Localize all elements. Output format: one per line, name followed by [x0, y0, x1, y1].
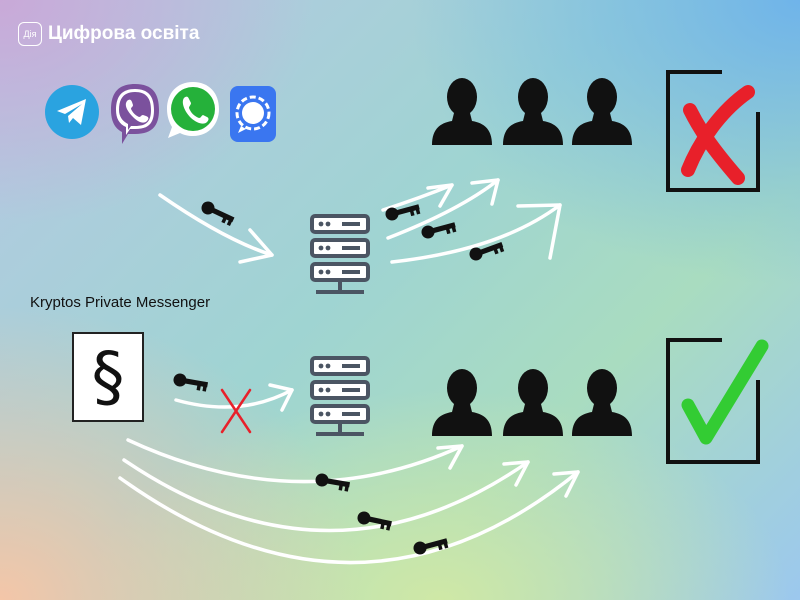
diia-logo: Дія — [18, 22, 42, 46]
blocked-cross-icon — [220, 388, 252, 434]
viber-icon — [111, 84, 159, 144]
kryptos-glyph: § — [91, 338, 125, 415]
arrow-direct-3 — [118, 470, 580, 565]
kryptos-label: Kryptos Private Messenger — [30, 294, 211, 311]
reject-checkbox — [666, 70, 760, 192]
arrow-to-server — [158, 193, 274, 257]
person-icon — [503, 369, 563, 436]
key-icon — [314, 472, 351, 492]
kryptos-logo: § — [72, 332, 144, 422]
arrow-direct-1 — [126, 438, 464, 484]
brand-header: Дія Цифрова освіта — [18, 22, 199, 46]
server-icon — [310, 214, 370, 296]
person-icon — [572, 369, 632, 436]
person-icon — [432, 78, 492, 145]
checkmark-icon — [681, 339, 769, 445]
whatsapp-icon — [167, 82, 219, 138]
person-icon — [432, 369, 492, 436]
key-icon — [172, 372, 209, 392]
person-icon — [572, 78, 632, 145]
arrow-server-to-person-3 — [390, 203, 562, 264]
accept-checkbox — [666, 338, 769, 464]
direct-arrows — [118, 438, 580, 565]
server-icon — [310, 356, 370, 438]
top-arrows — [158, 178, 562, 264]
telegram-icon — [45, 85, 99, 139]
signal-icon — [230, 86, 276, 142]
person-icon — [503, 78, 563, 145]
arrow-direct-2 — [122, 458, 530, 533]
arrow-server-to-person-2 — [386, 178, 500, 240]
blocked-arrow — [174, 383, 294, 412]
brand-title: Цифрова освіта — [48, 23, 200, 44]
